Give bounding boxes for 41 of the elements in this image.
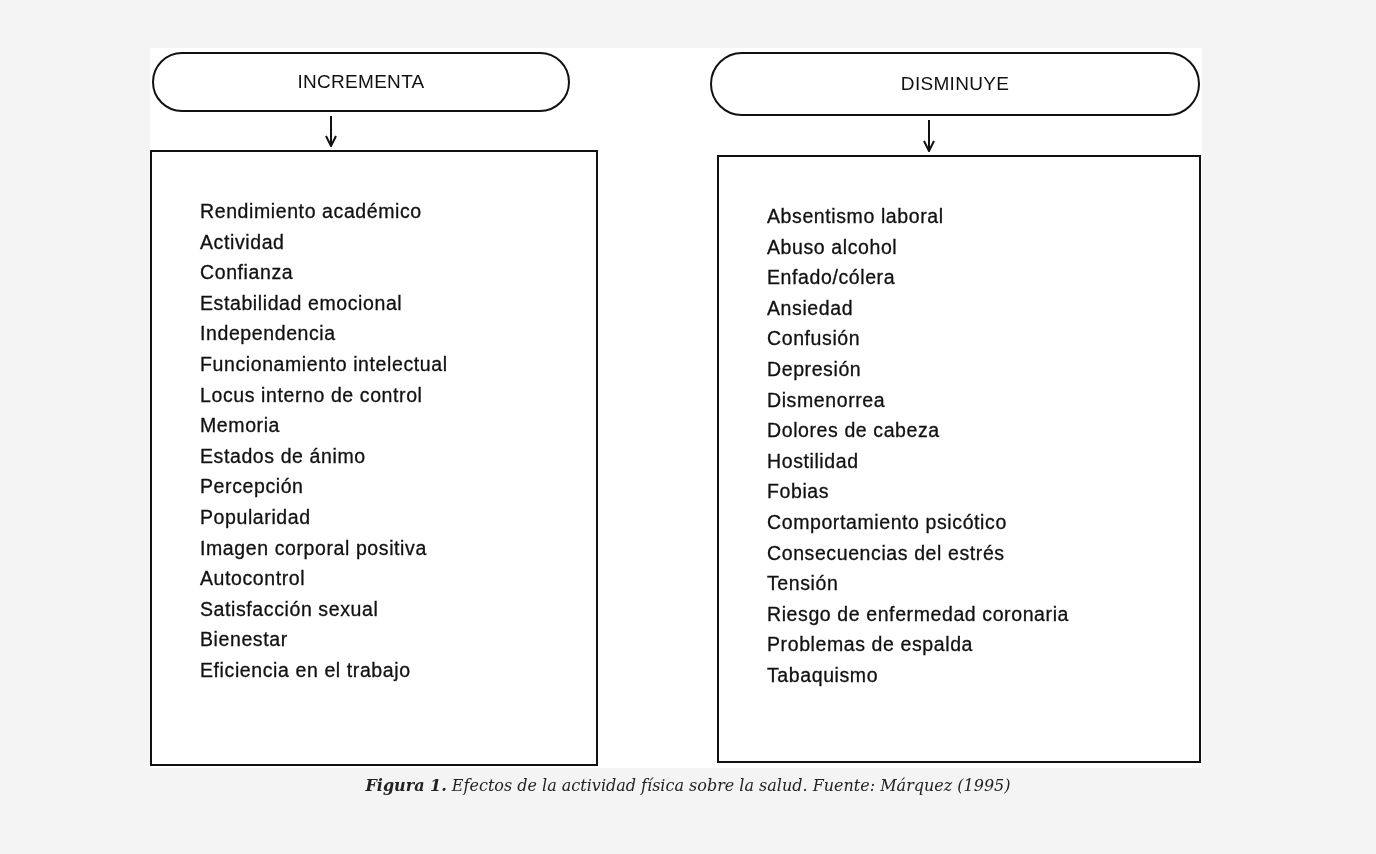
list-item: Fobias [767,479,830,505]
terminal-shape [152,52,570,112]
heading-label: DISMINUYE [900,73,1010,95]
list-item: Actividad [200,229,285,255]
list-item: Rendimiento académico [200,199,422,224]
list-item: Percepción [200,474,304,500]
list-item: Abuso alcohol [767,234,898,260]
list-item: Riesgo de enfermedad coronaria [767,601,1069,627]
arrow [923,119,935,152]
list-item: Problemas de espalda [767,632,974,658]
list-item: Satisfacción sexual [200,596,379,622]
list-item: Dolores de cabeza [767,418,940,444]
terminal-shape [710,52,1200,116]
heading-label: INCREMENTA [297,71,425,93]
list-item: Memoria [200,413,281,439]
list-item: Hostilidad [767,448,859,474]
list-item: Bienestar [200,627,288,653]
list-item: Absentismo laboral [767,204,944,229]
list-item: Eficiencia en el trabajo [200,657,411,683]
list-item: Tabaquismo [767,662,879,688]
figure-caption: Figura 1. Efectos de la actividad física sobre la salud. Fuente: Márquez (1995) [365,776,1011,795]
list-item: Enfado/cólera [767,265,896,291]
list-item: Ansiedad [767,295,854,321]
list-box [717,155,1201,763]
list-item: Estados de ánimo [200,443,366,469]
list-item: Consecuencias del estrés [767,540,1005,566]
list-item: Imagen corporal positiva [200,535,427,561]
list-item: Locus interno de control [200,382,423,408]
list-box [150,150,598,766]
list-item: Estabilidad emocional [200,290,403,316]
list-item: Autocontrol [200,566,306,592]
list-item: Confusión [767,326,861,352]
list-item: Funcionamiento intelectual [200,351,448,377]
list-item: Comportamiento psicótico [767,509,1007,535]
list-item: Depresión [767,356,862,382]
list-item: Independencia [200,321,336,347]
list-item: Dismenorrea [767,387,886,413]
arrow [325,115,337,147]
list-item: Tensión [767,571,839,597]
list-item: Confianza [200,260,294,286]
list-item: Popularidad [200,504,311,530]
